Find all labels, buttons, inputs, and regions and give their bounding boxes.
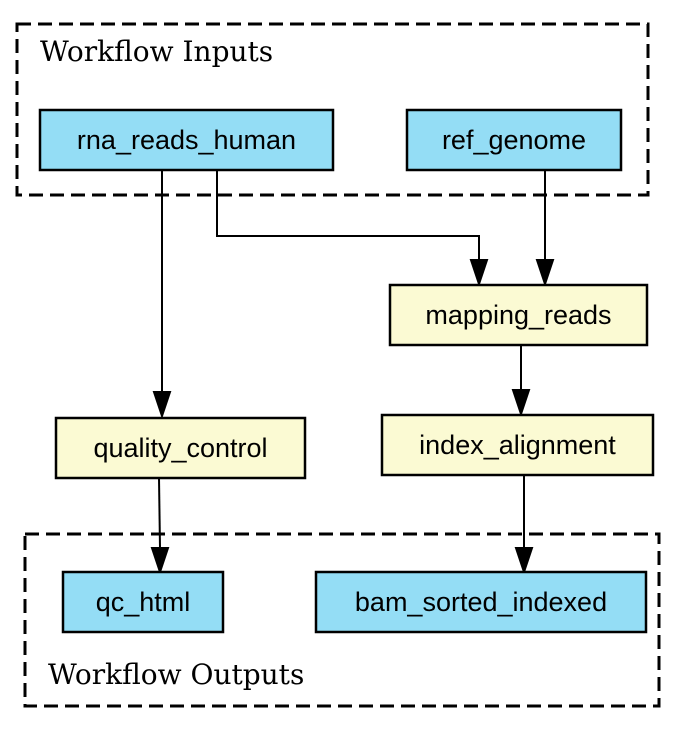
- edge-rna-reads-to-mapping-reads: [216, 170, 489, 288]
- node-bam-sorted-indexed[interactable]: bam_sorted_indexed: [314, 570, 648, 634]
- node-index-alignment-label: index_alignment: [419, 430, 616, 460]
- node-mapping-reads[interactable]: mapping_reads: [388, 283, 649, 347]
- node-ref-genome[interactable]: ref_genome: [405, 108, 623, 172]
- edge-rna-reads-to-quality-control: [152, 170, 172, 420]
- edge-index-alignment-to-bam-sorted-indexed: [514, 475, 534, 576]
- node-quality-control-label: quality_control: [93, 433, 267, 463]
- edge-mapping-reads-to-index-alignment: [511, 345, 531, 418]
- cluster-inputs-label: Workflow Inputs: [40, 35, 273, 68]
- node-index-alignment[interactable]: index_alignment: [380, 413, 655, 477]
- cluster-workflow-inputs: Workflow Inputs: [15, 22, 650, 197]
- node-qc-html[interactable]: qc_html: [61, 570, 225, 634]
- node-bam-sorted-indexed-label: bam_sorted_indexed: [355, 587, 607, 617]
- cluster-outputs-label: Workflow Outputs: [48, 658, 304, 691]
- node-mapping-reads-label: mapping_reads: [425, 300, 611, 330]
- node-rna-reads-human-label: rna_reads_human: [77, 125, 296, 155]
- node-quality-control[interactable]: quality_control: [54, 416, 307, 480]
- edge-quality-control-to-qc-html: [150, 477, 170, 576]
- node-ref-genome-label: ref_genome: [442, 125, 586, 155]
- edge-ref-genome-to-mapping-reads: [535, 170, 555, 288]
- cluster-workflow-outputs: Workflow Outputs: [23, 532, 661, 708]
- node-qc-html-label: qc_html: [96, 587, 191, 617]
- node-rna-reads-human[interactable]: rna_reads_human: [38, 108, 335, 172]
- edges: [150, 170, 555, 576]
